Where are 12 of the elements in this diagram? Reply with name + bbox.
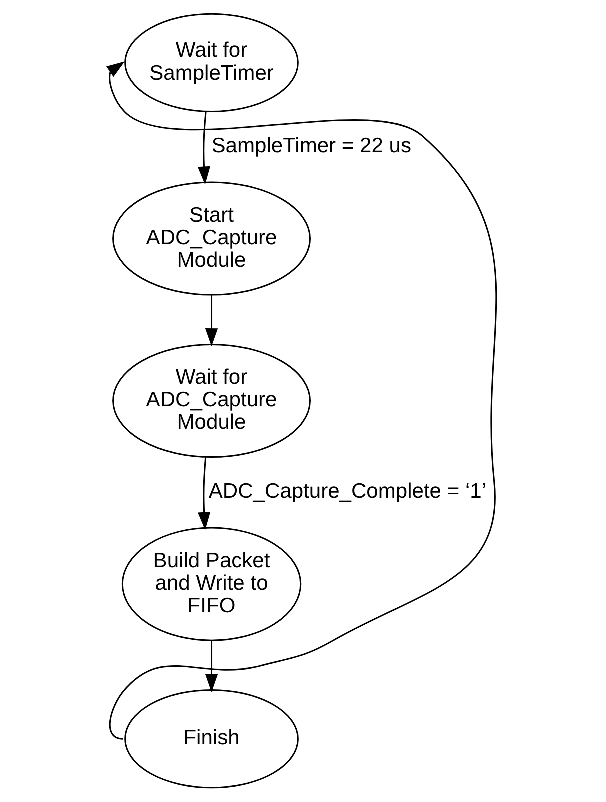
edge-label: SampleTimer = 22 us <box>212 134 412 158</box>
arrow <box>106 62 498 740</box>
arrow <box>205 296 218 347</box>
edge-label: ADC_Capture_Complete = ‘1’ <box>208 480 487 504</box>
arrow <box>205 641 218 692</box>
arrow <box>198 458 211 530</box>
node-ellipse: Build Packet and Write to FIFO <box>122 527 302 642</box>
node-ellipse: Finish <box>124 689 299 789</box>
arrow <box>198 112 211 185</box>
node-ellipse: Wait for ADC_Capture Module <box>112 344 311 458</box>
node-ellipse: Wait for SampleTimer <box>124 13 299 113</box>
node-ellipse: Start ADC_Capture Module <box>112 182 311 296</box>
